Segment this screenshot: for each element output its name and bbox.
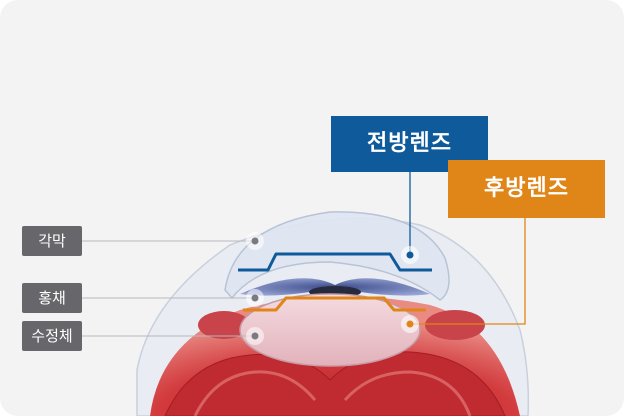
iris-label: 홍채 [22,283,82,313]
ciliary-left [198,311,250,339]
posterior-lens-line [243,296,426,312]
cornea-label: 각막 [22,226,82,256]
posterior-lens-callout: 후방렌즈 [448,160,605,218]
ciliary-right [425,310,485,340]
anterior-lens-callout: 전방렌즈 [331,116,488,172]
natural-lens [239,293,421,367]
cornea-dome [224,211,450,301]
retina-folds [164,351,506,416]
lens-label: 수정체 [22,321,82,351]
anterior-lens-line [238,252,432,272]
